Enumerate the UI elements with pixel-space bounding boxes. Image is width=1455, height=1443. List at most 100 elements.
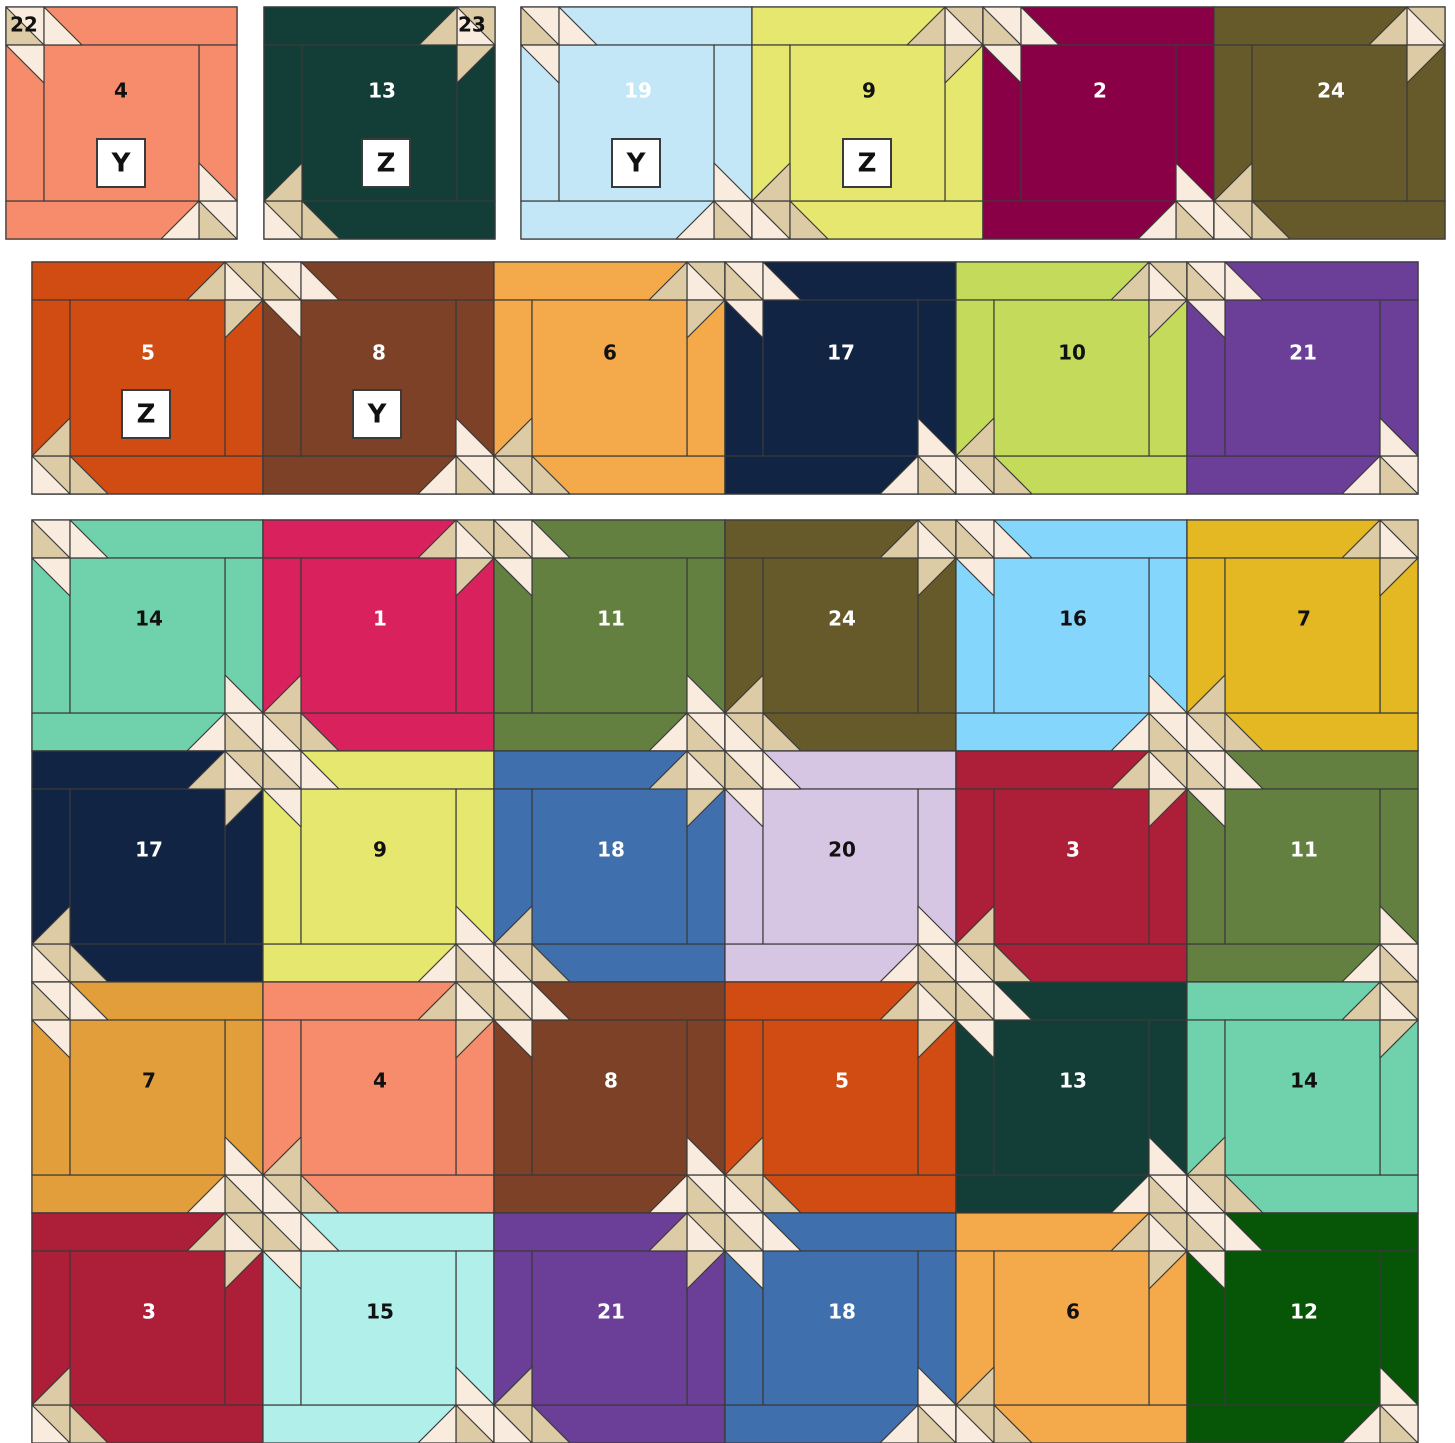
block-grid-r2-c1-corner-unit	[225, 751, 263, 789]
block-top-row-4	[1214, 7, 1445, 239]
quilt-blocks	[6, 7, 1445, 1443]
block-top-single-2	[264, 7, 495, 239]
block-grid-r3-c3	[494, 982, 725, 1213]
block-middle-1-corner-unit	[32, 456, 70, 494]
block-grid-r3-c5-corner-unit	[956, 982, 994, 1020]
block-grid-r4-c1	[32, 1213, 263, 1443]
corner-number-label: 23	[458, 13, 486, 37]
block-number-label: 8	[372, 341, 386, 365]
block-grid-r3-c3-center	[532, 1020, 687, 1175]
block-tag-text: Y	[111, 149, 132, 179]
block-middle-3-corner-unit	[687, 262, 725, 300]
block-grid-r1-c1-center	[70, 558, 225, 713]
block-number-label: 3	[1066, 838, 1080, 862]
block-top-row-2-corner-unit	[752, 201, 790, 239]
block-number-label: 5	[141, 341, 155, 365]
block-top-row-1-corner-unit	[714, 201, 752, 239]
block-grid-r1-c3-corner-unit	[687, 713, 725, 751]
block-number-label: 9	[373, 838, 387, 862]
block-top-row-2	[752, 7, 983, 239]
block-grid-r4-c2-corner-unit	[263, 1213, 301, 1251]
block-grid-r3-c5	[956, 982, 1187, 1213]
block-grid-r4-c3	[494, 1213, 725, 1443]
block-middle-4	[725, 262, 956, 494]
block-grid-r4-c2-center	[301, 1251, 456, 1405]
block-grid-r1-c5	[956, 520, 1187, 751]
block-number-label: 4	[114, 79, 128, 103]
block-grid-r2-c4-center	[763, 789, 918, 944]
block-number-label: 16	[1059, 607, 1087, 631]
block-grid-r2-c6-center	[1225, 789, 1380, 944]
block-middle-2	[263, 262, 494, 494]
block-grid-r1-c6-center	[1225, 558, 1380, 713]
block-middle-1-corner-unit	[225, 262, 263, 300]
block-grid-r3-c1-corner-unit	[32, 982, 70, 1020]
block-number-label: 14	[1290, 1069, 1318, 1093]
block-middle-5	[956, 262, 1187, 494]
block-grid-r1-c1	[32, 520, 263, 751]
block-grid-r4-c3-corner-unit	[494, 1405, 532, 1443]
block-grid-r4-c5-corner-unit	[956, 1405, 994, 1443]
block-tag-text: Z	[137, 400, 156, 430]
block-grid-r3-c6-corner-unit	[1187, 1175, 1225, 1213]
block-grid-r3-c4-center	[763, 1020, 918, 1175]
block-middle-4-corner-unit	[918, 456, 956, 494]
block-top-row-1-corner-unit	[521, 7, 559, 45]
block-middle-6-center	[1225, 300, 1380, 456]
block-grid-r2-c6-corner-unit	[1380, 944, 1418, 982]
block-grid-r1-c1-corner-unit	[32, 520, 70, 558]
block-grid-r2-c6-corner-unit	[1187, 751, 1225, 789]
corner-number-label: 22	[10, 13, 38, 37]
block-grid-r3-c5-corner-unit	[1149, 1175, 1187, 1213]
block-grid-r2-c4	[725, 751, 956, 982]
block-grid-r3-c2-corner-unit	[263, 1175, 301, 1213]
block-grid-r4-c6-corner-unit	[1187, 1213, 1225, 1251]
block-top-row-3-corner-unit	[1176, 201, 1214, 239]
block-grid-r2-c3	[494, 751, 725, 982]
block-grid-r4-c4-corner-unit	[918, 1405, 956, 1443]
block-number-label: 5	[835, 1069, 849, 1093]
block-grid-r1-c2-corner-unit	[456, 520, 494, 558]
block-grid-r4-c5-center	[994, 1251, 1149, 1405]
block-grid-r4-c1-center	[70, 1251, 225, 1405]
block-middle-1	[32, 262, 263, 494]
block-grid-r3-c1-center	[70, 1020, 225, 1175]
block-middle-6	[1187, 262, 1418, 494]
block-tag-text: Z	[858, 149, 877, 179]
block-grid-r2-c2-corner-unit	[456, 944, 494, 982]
block-number-label: 13	[368, 79, 396, 103]
block-grid-r3-c5-center	[994, 1020, 1149, 1175]
block-middle-6-corner-unit	[1187, 262, 1225, 300]
block-grid-r2-c4-corner-unit	[725, 751, 763, 789]
block-middle-5-corner-unit	[956, 456, 994, 494]
block-middle-2-corner-unit	[456, 456, 494, 494]
block-grid-r4-c3-center	[532, 1251, 687, 1405]
block-grid-r4-c4-corner-unit	[725, 1213, 763, 1251]
block-grid-r2-c5-corner-unit	[1149, 751, 1187, 789]
block-grid-r3-c1-corner-unit	[225, 1175, 263, 1213]
block-top-row-4-corner-unit	[1214, 201, 1252, 239]
block-tag-text: Y	[626, 149, 647, 179]
block-grid-r3-c6-corner-unit	[1380, 982, 1418, 1020]
block-middle-6-corner-unit	[1380, 456, 1418, 494]
block-grid-r1-c6	[1187, 520, 1418, 751]
block-grid-r2-c6	[1187, 751, 1418, 982]
block-number-label: 17	[135, 838, 163, 862]
block-grid-r1-c4	[725, 520, 956, 751]
block-grid-r4-c1-corner-unit	[32, 1405, 70, 1443]
block-number-label: 17	[827, 341, 855, 365]
block-middle-5-corner-unit	[1149, 262, 1187, 300]
block-number-label: 18	[597, 838, 625, 862]
block-grid-r2-c3-corner-unit	[687, 751, 725, 789]
block-number-label: 10	[1058, 341, 1086, 365]
block-grid-r1-c5-corner-unit	[956, 520, 994, 558]
block-grid-r2-c1	[32, 751, 263, 982]
block-grid-r4-c6	[1187, 1213, 1418, 1443]
block-number-label: 6	[1066, 1300, 1080, 1324]
block-top-row-3	[983, 7, 1214, 239]
block-grid-r1-c4-center	[763, 558, 918, 713]
block-grid-r2-c3-corner-unit	[494, 944, 532, 982]
block-number-label: 7	[1297, 607, 1311, 631]
block-number-label: 11	[597, 607, 625, 631]
